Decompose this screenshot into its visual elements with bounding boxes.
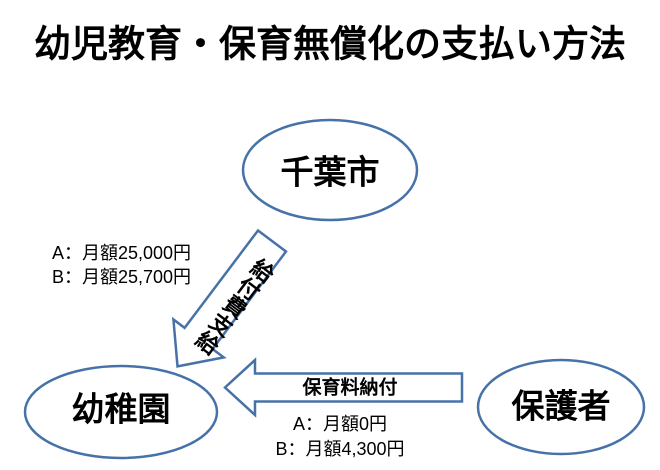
chiba-city-label: 千葉市 (281, 154, 380, 191)
kindergarten-label: 幼稚園 (72, 391, 171, 428)
guardian-label: 保護者 (512, 388, 611, 425)
childcare-fee-arrow-label: 保育料納付 (301, 376, 397, 399)
page-title: 幼児教育・保育無償化の支払い方法 (34, 24, 626, 65)
childcare-fee-amount-a: A：月額0円 (293, 414, 387, 434)
benefit-payment-arrow (171, 228, 288, 368)
benefit-amount-b: B：月額25,700円 (52, 267, 191, 287)
guardian-node (476, 358, 646, 456)
chiba-city-node (241, 118, 419, 222)
childcare-fee-arrow (223, 357, 464, 418)
benefit-amount-a: A：月額25,000円 (52, 243, 191, 263)
kindergarten-node (23, 364, 219, 460)
childcare-fee-amount-b: B：月額4,300円 (275, 439, 404, 459)
